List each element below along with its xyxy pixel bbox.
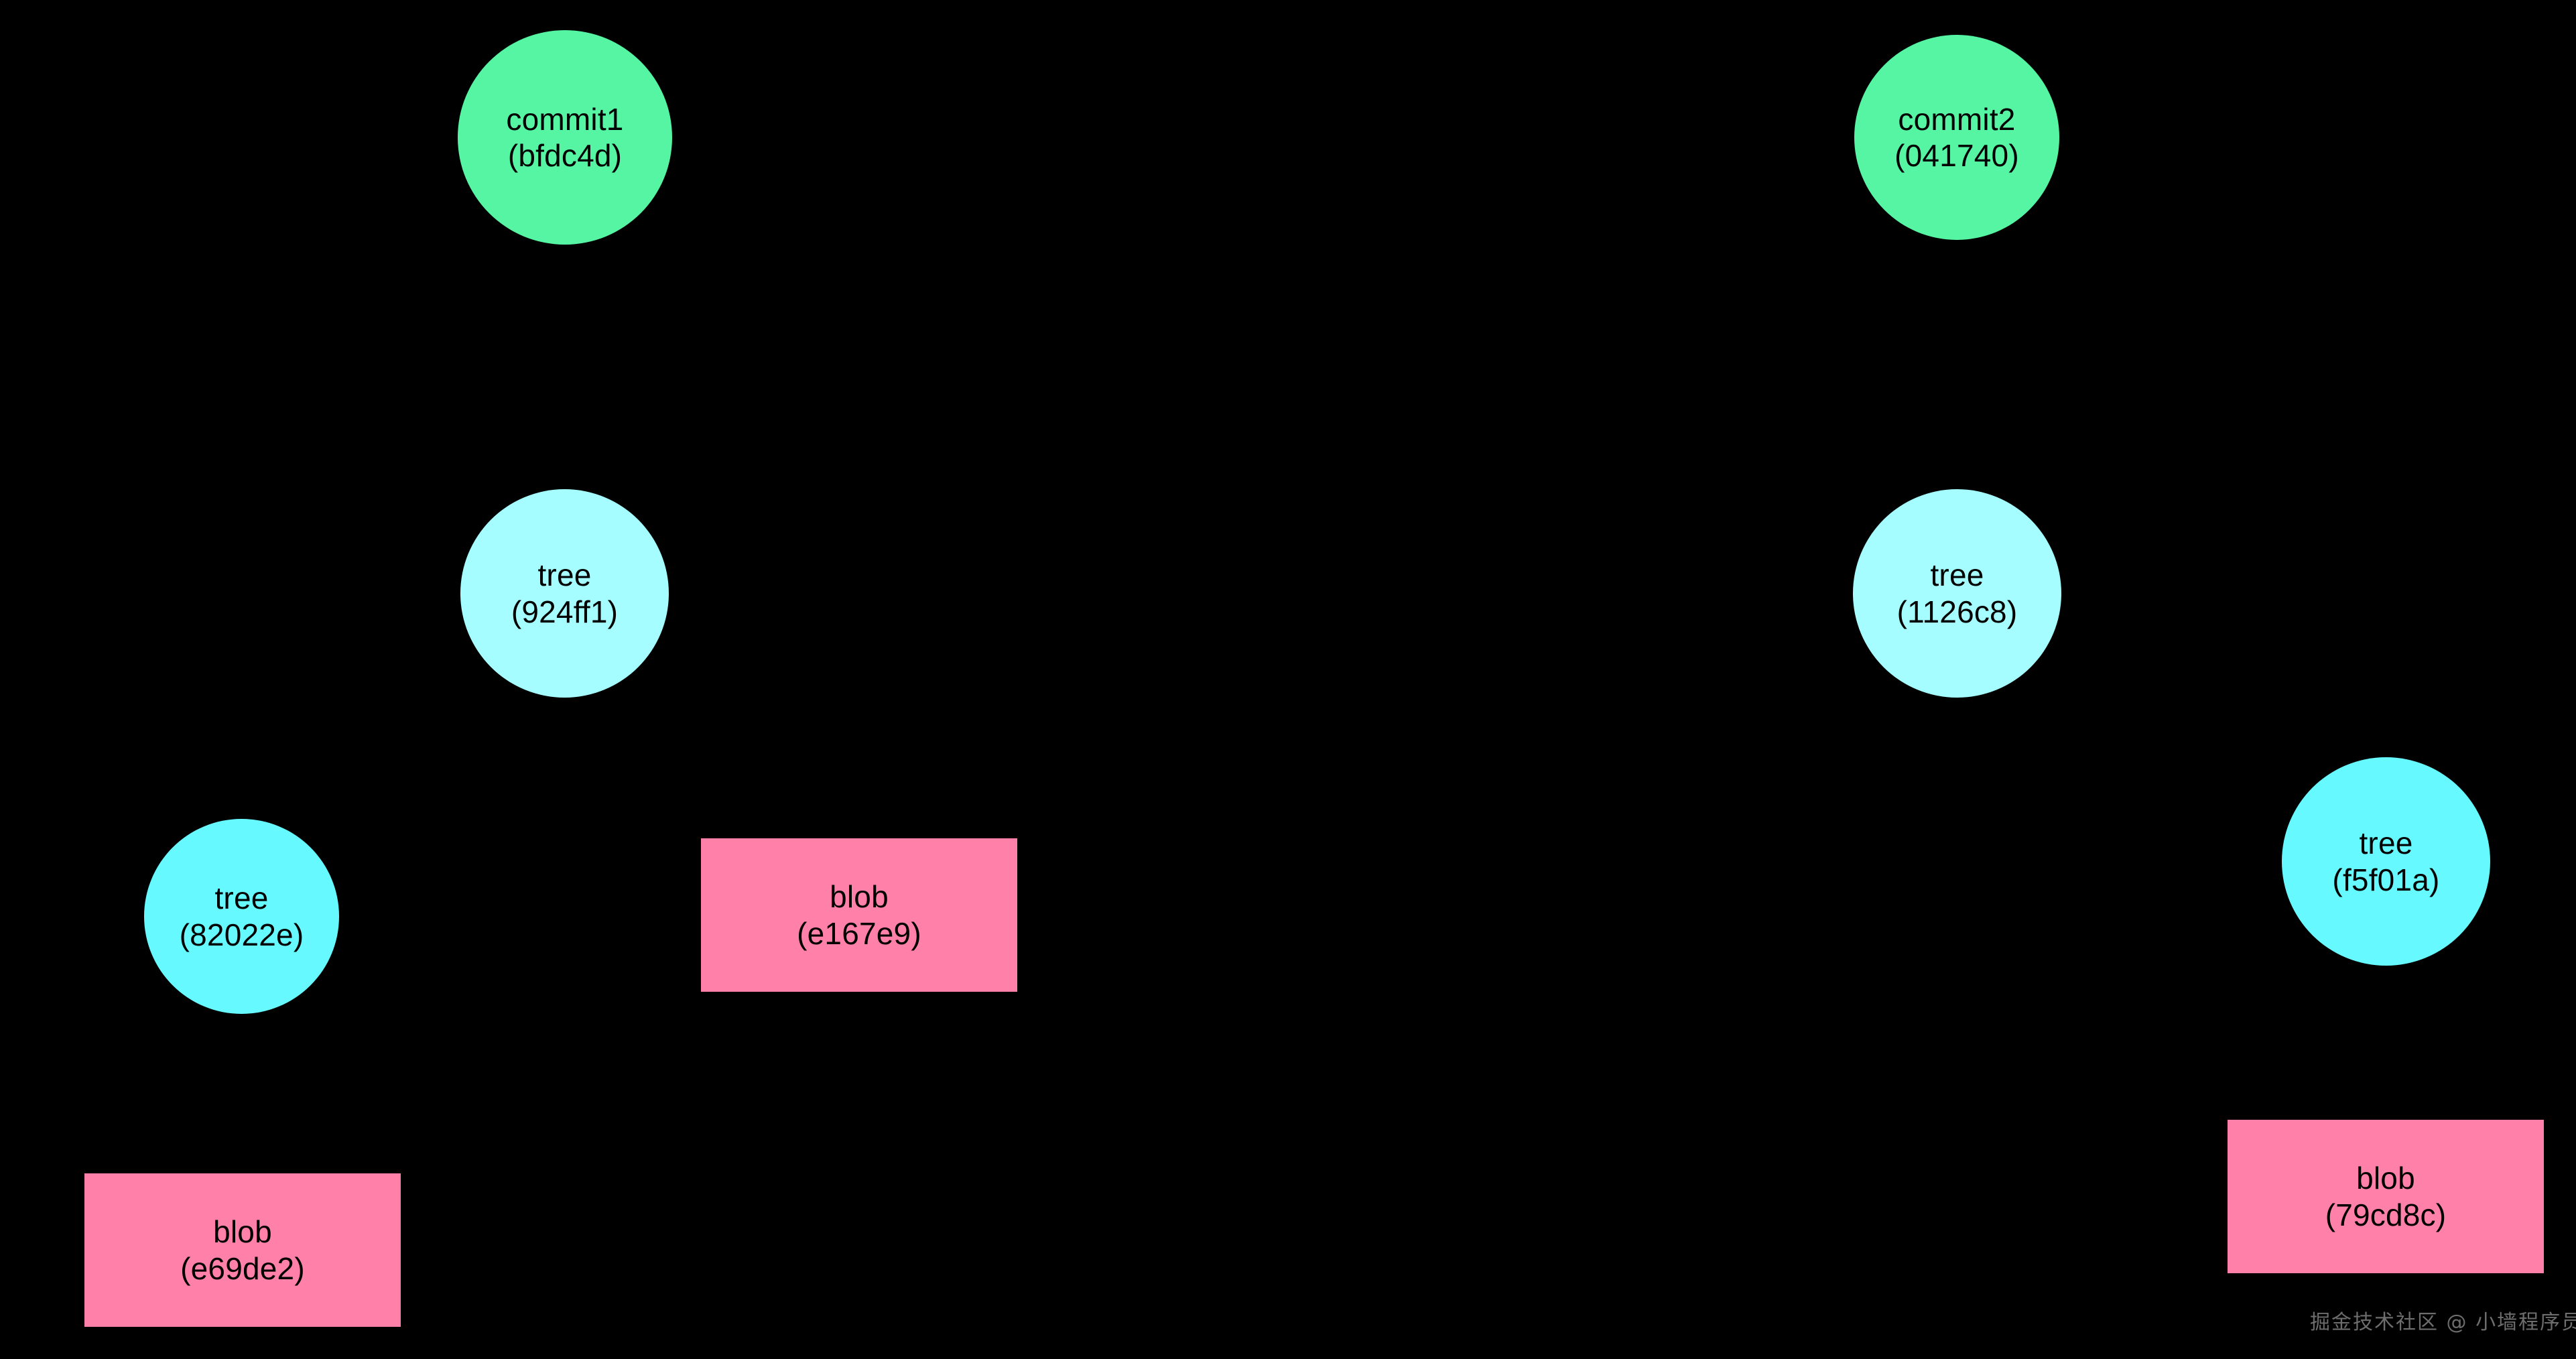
node-hash-label: (bfdc4d): [507, 138, 623, 173]
node-hash-label: (e167e9): [797, 915, 921, 951]
node-type-label: tree: [2359, 826, 2413, 861]
watermark-text: 掘金技术社区 @ 小墙程序员: [2310, 1311, 2576, 1334]
node-hash-label: (f5f01a): [2332, 862, 2440, 897]
node-type-label: commit1: [506, 101, 624, 137]
node-type-label: blob: [2356, 1161, 2415, 1196]
node-type-label: tree: [1930, 558, 1984, 593]
graph-node-tree-82022e[interactable]: tree(82022e): [144, 819, 339, 1014]
graph-node-tree-f5f01a[interactable]: tree(f5f01a): [2282, 757, 2490, 966]
graph-node-blob-e167e9[interactable]: blob(e167e9): [701, 838, 1017, 992]
node-hash-label: (e69de2): [180, 1250, 305, 1286]
node-type-label: commit2: [1898, 101, 2016, 137]
node-hash-label: (924ff1): [511, 594, 619, 629]
graph-node-commit2[interactable]: commit2(041740): [1854, 35, 2059, 240]
node-type-label: blob: [213, 1214, 272, 1250]
graph-node-tree-1126c8[interactable]: tree(1126c8): [1853, 489, 2061, 698]
node-type-label: tree: [214, 881, 269, 916]
node-type-label: tree: [537, 558, 592, 593]
graph-node-blob-79cd8c[interactable]: blob(79cd8c): [2228, 1120, 2544, 1273]
node-hash-label: (041740): [1894, 138, 2019, 173]
node-hash-label: (82022e): [179, 917, 304, 952]
graph-node-commit1[interactable]: commit1(bfdc4d): [458, 30, 672, 245]
graph-node-tree-924ff1[interactable]: tree(924ff1): [460, 489, 669, 698]
node-type-label: blob: [830, 879, 889, 915]
graph-node-blob-e69de2[interactable]: blob(e69de2): [84, 1173, 401, 1327]
node-hash-label: (1126c8): [1896, 594, 2018, 629]
node-hash-label: (79cd8c): [2325, 1197, 2447, 1232]
